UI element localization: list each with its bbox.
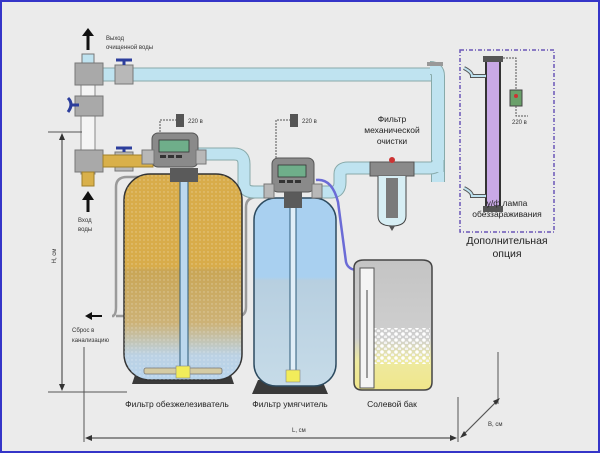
bypass-valve[interactable] <box>66 96 79 113</box>
iron-filter-control-head[interactable] <box>141 132 207 168</box>
label-width: B, см <box>488 422 502 428</box>
label-mech-filter-line1: Фильтр <box>378 114 407 124</box>
outlet-pipe <box>77 61 445 182</box>
label-softener: Фильтр умягчитель <box>252 399 328 409</box>
dimension-l: L, см <box>83 347 459 442</box>
label-uv-line2: обеззараживания <box>472 209 542 219</box>
salt-tank <box>353 259 433 391</box>
label-uv-line1: у/ф лампа <box>487 198 528 208</box>
power-label-1: 220 в <box>188 119 203 125</box>
drain-arrow-icon <box>85 312 102 320</box>
label-optional-line1: Дополнительная <box>466 235 547 247</box>
power-adapter-1: 220 в <box>159 114 203 132</box>
tee-middle <box>74 95 104 117</box>
outlet-valve[interactable] <box>114 58 134 85</box>
tee-bottom <box>74 149 104 173</box>
label-outlet-line1: Выход <box>106 36 124 42</box>
label-optional-line2: опция <box>492 248 521 260</box>
transfer-pipe <box>198 148 268 198</box>
label-salt-tank: Солевой бак <box>367 399 417 409</box>
mechanical-filter <box>369 157 415 231</box>
dimension-h: H, см <box>48 131 127 393</box>
label-length: L, см <box>292 428 306 434</box>
brine-line <box>315 178 359 272</box>
label-mech-filter-line2: механической <box>364 125 420 135</box>
display-screen <box>277 164 307 178</box>
power-label-2: 220 в <box>302 119 317 125</box>
label-iron-filter: Фильтр обезжелезиватель <box>125 399 229 409</box>
label-inlet-line2: воды <box>78 227 92 233</box>
tee-top <box>74 62 104 86</box>
label-mech-filter-line3: очистки <box>377 136 408 146</box>
label-inlet-line1: Вход <box>78 218 92 224</box>
label-outlet-line2: очищенной воды <box>106 44 153 51</box>
label-drain-line1: Сброс в <box>72 328 94 334</box>
softener-control-head[interactable] <box>263 157 323 199</box>
label-drain-line2: канализацию <box>72 338 109 344</box>
display-screen <box>158 139 190 153</box>
uv-lamp: 220 в <box>459 49 555 233</box>
drain-line-1 <box>111 175 154 318</box>
outlet-arrow-icon <box>82 28 94 50</box>
label-height: H, см <box>52 249 58 264</box>
inlet-arrow-icon <box>82 191 94 212</box>
power-adapter-2: 220 в <box>275 114 317 158</box>
inlet-stub <box>81 171 95 187</box>
iron-filter-tank <box>123 168 243 384</box>
power-label-uv: 220 в <box>512 120 527 126</box>
softener-tank <box>252 192 337 394</box>
dimension-b: B, см <box>460 352 502 438</box>
